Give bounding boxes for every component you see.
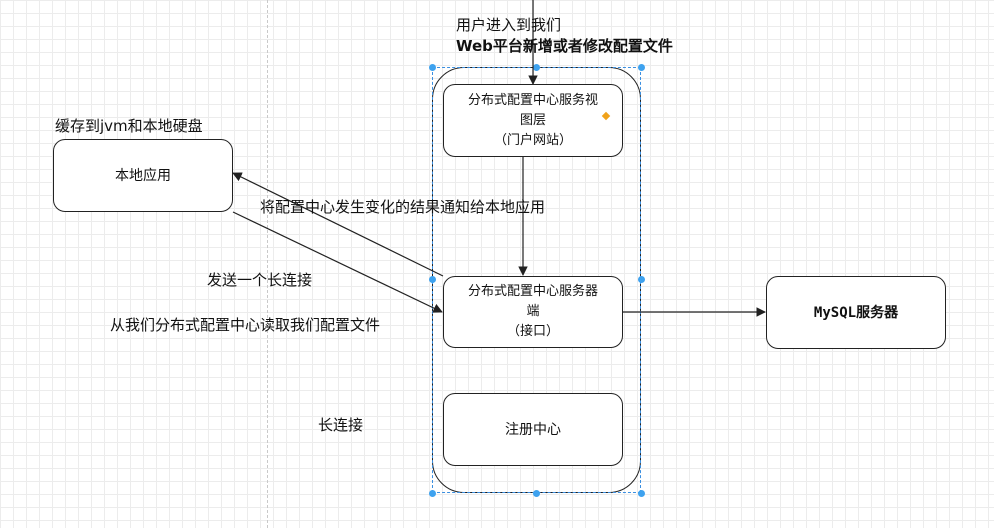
- cache-label: 缓存到jvm和本地硬盘: [55, 117, 203, 135]
- resize-handle-br[interactable]: [638, 490, 645, 497]
- resize-handle-tr[interactable]: [638, 64, 645, 71]
- notify-label: 将配置中心发生变化的结果通知给本地应用: [260, 198, 546, 216]
- arrow-local-to-server[interactable]: [232, 211, 443, 313]
- local-app-node[interactable]: 本地应用: [53, 139, 233, 212]
- resize-handle-ml[interactable]: [429, 276, 436, 283]
- guide-line: [267, 0, 268, 528]
- local-app-label: 本地应用: [115, 167, 171, 184]
- long-connection-label: 长连接: [318, 416, 364, 434]
- registry-node[interactable]: 注册中心: [443, 393, 623, 466]
- resize-handle-bm[interactable]: [533, 490, 540, 497]
- server-node[interactable]: 分布式配置中心服务器 端 （接口）: [443, 276, 623, 348]
- mysql-label: MySQL服务器: [813, 304, 899, 321]
- arrow-server-to-local[interactable]: [232, 172, 444, 277]
- mysql-node[interactable]: MySQL服务器: [766, 276, 946, 349]
- user-label-line1: 用户进入到我们: [456, 16, 562, 34]
- read-config-label: 从我们分布式配置中心读取我们配置文件: [110, 316, 381, 334]
- view-layer-node[interactable]: 分布式配置中心服务视 图层 （门户网站）: [443, 84, 623, 157]
- resize-handle-tl[interactable]: [429, 64, 436, 71]
- send-connection-label: 发送一个长连接: [207, 271, 313, 289]
- resize-handle-bl[interactable]: [429, 490, 436, 497]
- registry-label: 注册中心: [505, 421, 561, 438]
- resize-handle-tm[interactable]: [533, 64, 540, 71]
- view-layer-label: 分布式配置中心服务视 图层 （门户网站）: [467, 92, 598, 148]
- resize-handle-mr[interactable]: [638, 276, 645, 283]
- user-label-line2: Web平台新增或者修改配置文件: [456, 37, 673, 55]
- server-label: 分布式配置中心服务器 端 （接口）: [467, 284, 598, 339]
